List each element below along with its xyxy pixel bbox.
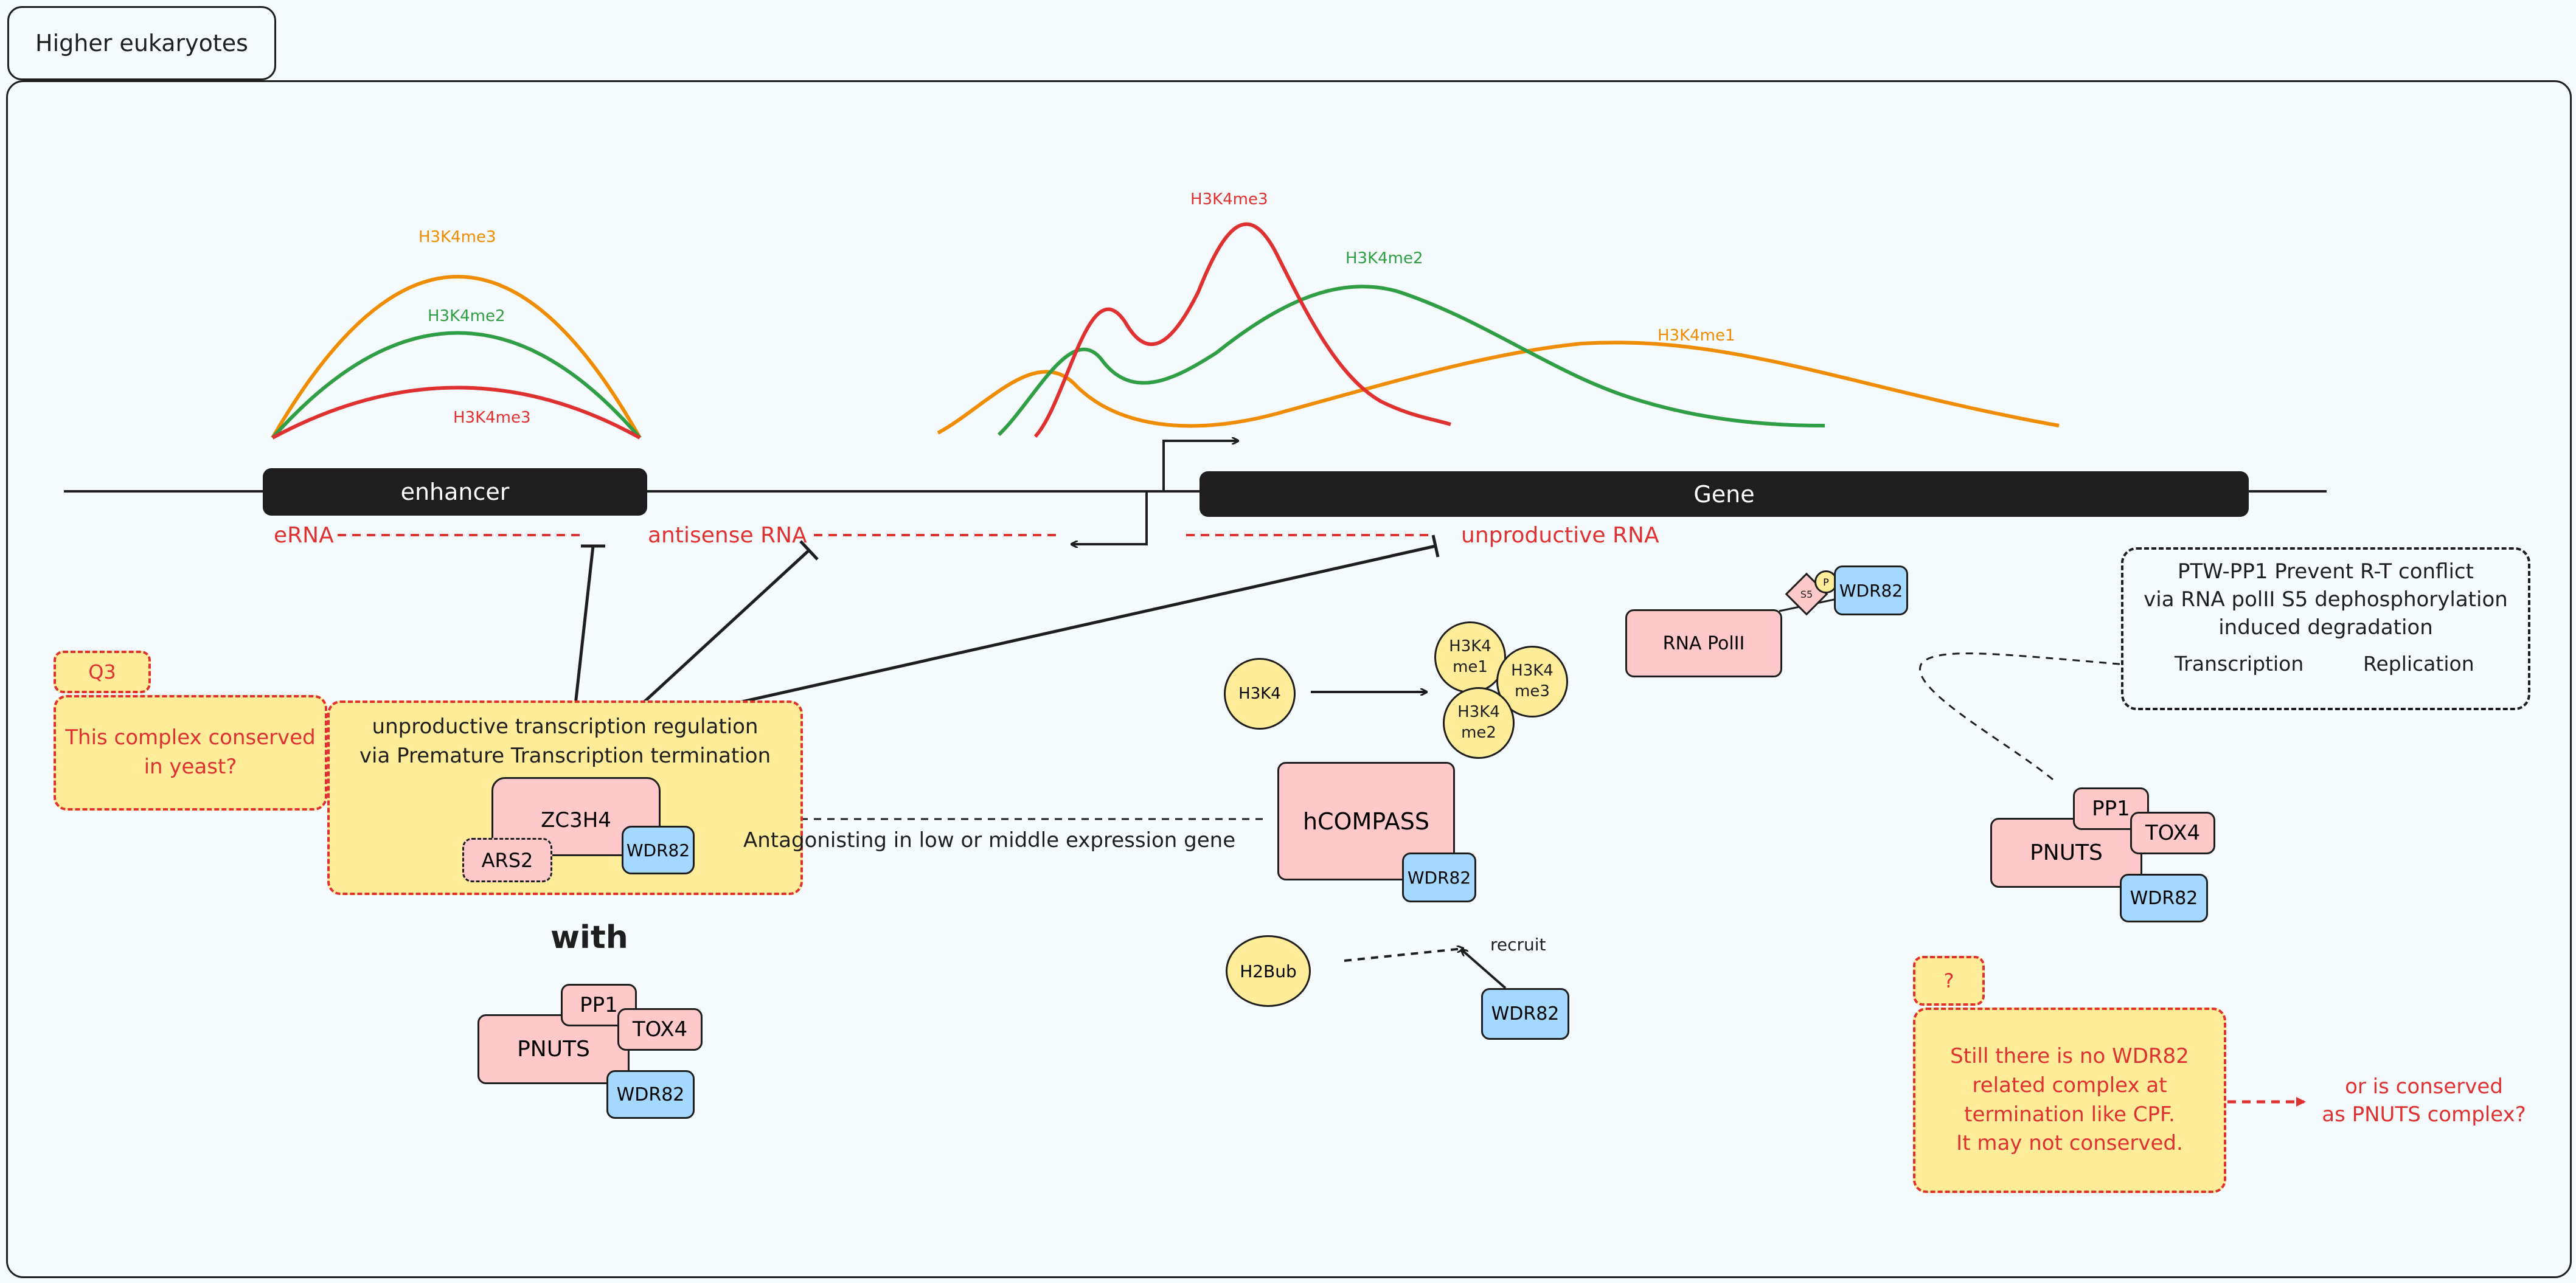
ars2-label: ARS2 [481, 848, 533, 872]
h3k4me2-circle: H3K4 me2 [1443, 687, 1515, 759]
gene-me2-label: H3K4me2 [1345, 249, 1423, 268]
tss-arrow [1162, 441, 1238, 491]
s5-label: S5 [1800, 588, 1813, 600]
h3k4-circle: H3K4 [1224, 658, 1296, 730]
wdr82-right-box: WDR82 [2120, 874, 2208, 922]
gene-me1-curve [937, 341, 2060, 435]
regulation-title: unproductive transcription regulation vi… [359, 714, 771, 768]
with-label: with [550, 919, 628, 956]
enhancer-me3-low-curve [271, 386, 641, 440]
gene-me3-curve [1033, 222, 1451, 438]
diagram-frame [6, 80, 2572, 1278]
polii-wdr82-box: WDR82 [1834, 565, 1908, 615]
inhibit-unproductive-bar [1431, 534, 1440, 558]
zc3h4-wdr82-label: WDR82 [626, 840, 690, 860]
frame-tab [7, 6, 276, 80]
erna-label: eRNA [274, 523, 334, 548]
h3k4-label: H3K4 [1238, 685, 1281, 703]
tox4-right-label: TOX4 [2145, 821, 2201, 845]
q3-question-box: This complex conserved in yeast? [54, 695, 327, 811]
pnuts-right-label: PNUTS [2030, 840, 2103, 865]
tox4-right-box: TOX4 [2130, 812, 2215, 854]
unknown-tag: ? [1913, 956, 1985, 1006]
unknown-box: Still there is no WDR82 related complex … [1913, 1008, 2226, 1193]
rna-polii-label: RNA PolII [1662, 632, 1745, 654]
hcompass-wdr82-label: WDR82 [1407, 867, 1471, 888]
gene-bar: Gene [1199, 471, 2249, 517]
hcompass-label: hCOMPASS [1302, 807, 1430, 835]
unproductive-rna-label: unproductive RNA [1461, 523, 1659, 548]
pp1-left-label: PP1 [580, 993, 618, 1017]
gene-me3-label: H3K4me3 [1190, 190, 1268, 209]
polii-wdr82-label: WDR82 [1839, 580, 1903, 601]
enhancer-label: enhancer [400, 479, 510, 505]
inhibit-unproductive [717, 544, 1436, 709]
wdr82-left-label: WDR82 [616, 1084, 685, 1105]
pp1-right-label: PP1 [2092, 797, 2130, 821]
gene-me2-curve [997, 285, 1825, 437]
h2bub-arrow [1344, 949, 1463, 962]
h2bub-circle: H2Bub [1226, 935, 1311, 1007]
phospho-circle: P [1814, 570, 1838, 593]
transcription-label: Transcription [2175, 652, 2304, 676]
inhibit-antisense [641, 549, 810, 705]
gene-label: Gene [1693, 480, 1755, 508]
enhancer-me2-label: H3K4me2 [428, 307, 505, 325]
phospho-label: P [1823, 576, 1829, 588]
frame-title: Higher eukaryotes [35, 30, 248, 57]
enhancer-bar: enhancer [263, 468, 647, 516]
wdr82-left-box: WDR82 [606, 1070, 695, 1119]
q3-tag: Q3 [54, 651, 151, 693]
antisense-direction-arrow [1072, 491, 1148, 544]
h2bub-label: H2Bub [1240, 961, 1297, 981]
free-wdr82-label: WDR82 [1491, 1003, 1560, 1025]
antisense-rna-label: antisense RNA [648, 523, 807, 548]
ptw-box [2121, 547, 2530, 710]
enhancer-me2-curve [271, 331, 642, 439]
rna-polii-box: RNA PolII [1625, 609, 1782, 677]
replication-label: Replication [2363, 652, 2474, 676]
ptw-text: PTW-PP1 Prevent R-T conflict via RNA pol… [2144, 559, 2508, 640]
pnuts-left-label: PNUTS [517, 1037, 590, 1062]
inhibit-erna [573, 545, 595, 711]
zc3h4-label: ZC3H4 [541, 808, 611, 832]
pp1-right-box: PP1 [2073, 787, 2149, 830]
recruit-label: recruit [1490, 935, 1546, 955]
enhancer-me3-label: H3K4me3 [418, 228, 496, 246]
tox4-left-box: TOX4 [617, 1008, 703, 1051]
h3k4me1-circle: H3K4 me1 [1434, 621, 1506, 693]
free-wdr82-box: WDR82 [1481, 988, 1569, 1040]
ptw-dashed-link [1919, 652, 2166, 781]
enhancer-me3-curve [271, 275, 642, 439]
gene-me1-label: H3K4me1 [1658, 327, 1735, 345]
hcompass-wdr82-box: WDR82 [1402, 852, 1476, 902]
enhancer-me3-low-label: H3K4me3 [453, 409, 531, 427]
followup-text: or is conserved as PNUTS complex? [2322, 1074, 2526, 1127]
recruit-arrow [1462, 950, 1507, 989]
tox4-left-label: TOX4 [632, 1017, 688, 1042]
antagonism-label: Antagonisting in low or middle expressio… [743, 828, 1236, 852]
inhibit-antisense-bar [799, 540, 819, 561]
pnuts-left-box: PNUTS [477, 1014, 630, 1084]
zc3h4-wdr82-box: WDR82 [622, 826, 695, 874]
ars2-box: ARS2 [462, 838, 552, 882]
wdr82-right-label: WDR82 [2130, 887, 2198, 909]
